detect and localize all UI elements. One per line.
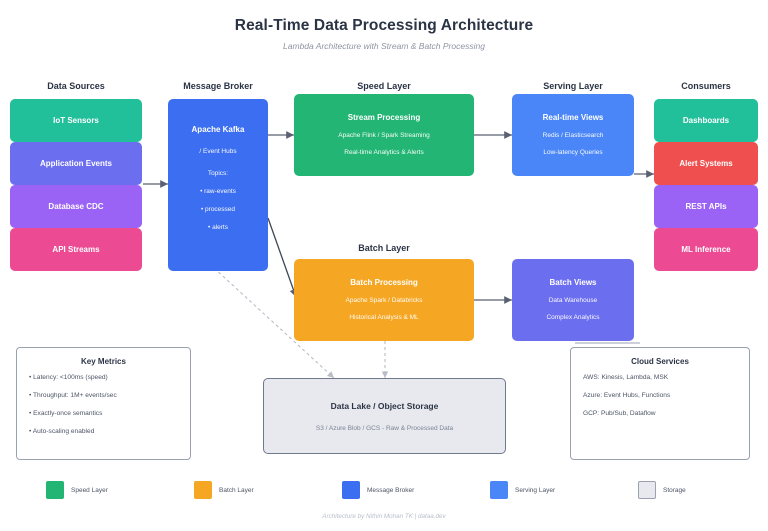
node-data-lake-object-storage[interactable]: Data Lake / Object Storage S3 / Azure Bl… xyxy=(263,378,506,454)
legend-item-serving-layer: Serving Layer xyxy=(490,481,555,499)
panel-line: • Throughput: 1M+ events/sec xyxy=(29,391,117,399)
legend-swatch xyxy=(490,481,508,499)
node-label: ML Inference xyxy=(681,244,731,254)
node-topics-label: Topics: xyxy=(207,170,229,178)
legend-item-message-broker: Message Broker xyxy=(342,481,414,499)
node-detail: Real-time Analytics & Alerts xyxy=(344,148,424,156)
column-header-consumers: Consumers xyxy=(681,81,731,91)
panel-title: Key Metrics xyxy=(81,357,126,366)
column-header-speed-layer: Speed Layer xyxy=(357,81,411,91)
node-detail: Apache Spark / Databricks xyxy=(345,297,423,304)
panel-line: • Latency: <100ms (speed) xyxy=(29,374,108,381)
column-header-message-broker: Message Broker xyxy=(183,81,253,91)
node-label: Database CDC xyxy=(48,201,104,211)
node-detail: S3 / Azure Blob / GCS - Raw & Processed … xyxy=(315,424,454,432)
node-title: Data Lake / Object Storage xyxy=(330,400,439,411)
node-api-streams[interactable]: API Streams xyxy=(10,228,142,271)
node-detail: Apache Flink / Spark Streaming xyxy=(338,132,430,139)
page-title: Real-Time Data Processing Architecture xyxy=(234,17,534,34)
column-header-data-sources: Data Sources xyxy=(47,81,105,91)
column-header-serving-layer: Serving Layer xyxy=(543,81,603,91)
page-subtitle: Lambda Architecture with Stream & Batch … xyxy=(283,41,485,51)
node-alert-systems[interactable]: Alert Systems xyxy=(654,142,758,185)
panel-key-metrics: Key Metrics • Latency: <100ms (speed) • … xyxy=(16,347,191,460)
node-detail: Redis / Elasticsearch xyxy=(542,132,604,139)
node-apache-kafka[interactable]: Apache Kafka / Event Hubs Topics: • raw-… xyxy=(168,99,268,271)
legend-item-speed-layer: Speed Layer xyxy=(46,481,108,499)
footer-credit: Architecture by Nithin Mohan TK | dataa.… xyxy=(322,513,446,520)
node-label: Application Events xyxy=(39,158,112,168)
node-title: Batch Views xyxy=(549,278,597,288)
node-topic-item: • raw-events xyxy=(200,188,236,196)
panel-title: Cloud Services xyxy=(631,357,689,366)
node-topic-item: • alerts xyxy=(208,223,228,231)
node-label: Dashboards xyxy=(682,115,730,125)
node-title: Batch Processing xyxy=(350,278,418,288)
legend-label: Serving Layer xyxy=(515,486,556,494)
node-label: REST APIs xyxy=(685,201,727,211)
node-detail: Data Warehouse xyxy=(548,297,598,304)
node-label: Alert Systems xyxy=(679,158,733,168)
legend-label: Message Broker xyxy=(367,486,415,494)
wire-kafka-to-batch xyxy=(267,217,298,298)
node-title: Apache Kafka xyxy=(191,125,245,134)
node-label: IoT Sensors xyxy=(53,115,99,125)
node-stream-processing[interactable]: Stream Processing Apache Flink / Spark S… xyxy=(294,94,474,176)
node-batch-views[interactable]: Batch Views Data Warehouse Complex Analy… xyxy=(512,259,634,341)
node-ml-inference[interactable]: ML Inference xyxy=(654,228,758,271)
legend-swatch xyxy=(638,481,656,499)
node-title: Stream Processing xyxy=(347,113,421,123)
legend-swatch xyxy=(194,481,212,499)
legend-label: Speed Layer xyxy=(71,486,108,494)
node-application-events[interactable]: Application Events xyxy=(10,142,142,185)
node-detail: Complex Analytics xyxy=(546,313,600,321)
legend-swatch xyxy=(342,481,360,499)
node-batch-processing[interactable]: Batch Processing Apache Spark / Databric… xyxy=(294,259,474,341)
node-detail: Low-latency Queries xyxy=(543,148,603,156)
node-iot-sensors[interactable]: IoT Sensors xyxy=(10,99,142,142)
panel-line: AWS: Kinesis, Lambda, MSK xyxy=(583,374,669,381)
legend-swatch xyxy=(46,481,64,499)
panel-line: • Auto-scaling enabled xyxy=(29,427,95,435)
legend-item-batch-layer: Batch Layer xyxy=(194,481,254,499)
legend-label: Storage xyxy=(663,486,686,494)
node-topic-item: • processed xyxy=(200,205,236,213)
panel-line: Azure: Event Hubs, Functions xyxy=(583,391,671,399)
panel-line: • Exactly-once semantics xyxy=(29,409,103,417)
node-detail: Historical Analysis & ML xyxy=(349,313,419,321)
legend: Speed Layer Batch Layer Message Broker S… xyxy=(46,481,726,499)
legend-item-storage: Storage xyxy=(638,481,686,499)
node-database-cdc[interactable]: Database CDC xyxy=(10,185,142,228)
panel-cloud-services: Cloud Services AWS: Kinesis, Lambda, MSK… xyxy=(570,347,750,460)
node-title: Real-time Views xyxy=(542,113,604,123)
node-subtitle: / Event Hubs xyxy=(199,147,237,155)
node-label: API Streams xyxy=(52,244,100,254)
legend-label: Batch Layer xyxy=(219,486,254,494)
node-real-time-views[interactable]: Real-time Views Redis / Elasticsearch Lo… xyxy=(512,94,634,176)
node-dashboards[interactable]: Dashboards xyxy=(654,99,758,142)
band-header-batch-layer: Batch Layer xyxy=(358,243,410,253)
panel-line: GCP: Pub/Sub, Dataflow xyxy=(583,409,656,417)
node-rest-apis[interactable]: REST APIs xyxy=(654,185,758,228)
